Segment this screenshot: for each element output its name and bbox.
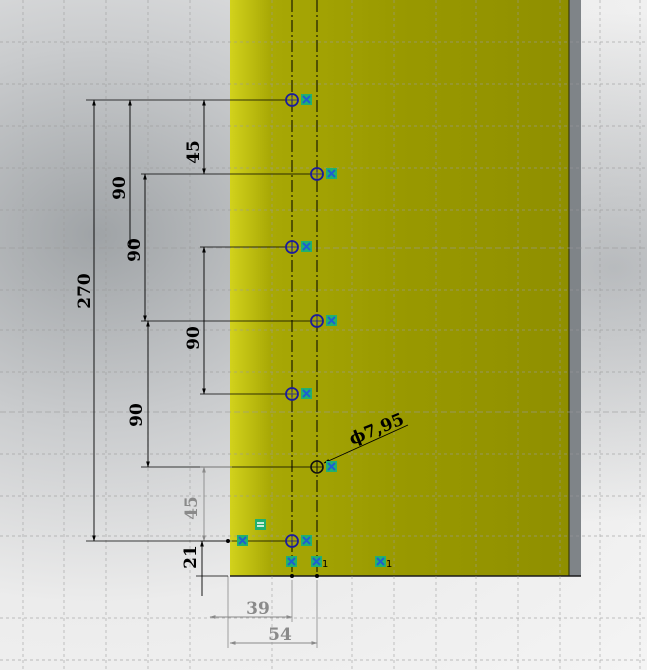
coincident-relation-icon[interactable]	[301, 535, 312, 546]
sketch-point[interactable]	[226, 539, 230, 543]
coincident-relation-icon[interactable]	[301, 241, 312, 252]
fix-relation-label-2: 1	[386, 559, 392, 570]
coincident-relation-icon[interactable]	[326, 315, 337, 326]
extension-lines	[86, 99, 311, 542]
coincident-relation-icon[interactable]	[326, 168, 337, 179]
driven-dimension-value-45[interactable]: 45	[182, 496, 202, 520]
fix-relation-icon[interactable]	[375, 556, 386, 567]
diameter-leader[interactable]	[323, 424, 409, 464]
fix-relation-label-1: 1	[322, 559, 328, 570]
sketch-point[interactable]	[290, 574, 294, 578]
dimension-value-90-b[interactable]: 90	[125, 238, 145, 262]
fix-relation-icon[interactable]	[311, 556, 322, 567]
coincident-relation-icon[interactable]	[301, 388, 312, 399]
relation-icons	[237, 94, 386, 567]
dimension-value-90-c[interactable]: 90	[184, 326, 204, 350]
coincident-relation-icon[interactable]	[237, 535, 248, 546]
driven-dimension-value-39[interactable]: 39	[246, 599, 270, 619]
dimension-value-45-top[interactable]: 45	[184, 140, 204, 164]
coincident-relation-icon[interactable]	[301, 94, 312, 105]
part-side-edge	[569, 0, 581, 576]
equal-relation-icon[interactable]	[255, 519, 266, 530]
dimension-value-21[interactable]: 21	[181, 545, 201, 569]
coincident-relation-icon[interactable]	[326, 461, 337, 472]
dimension-value-270[interactable]: 270	[75, 273, 95, 309]
coincident-relation-icon[interactable]	[286, 556, 297, 567]
driven-dimension-value-54[interactable]: 54	[268, 625, 292, 645]
dimension-value-90-d[interactable]: 90	[127, 403, 147, 427]
sketch-point[interactable]	[315, 574, 319, 578]
dimension-value-90-a[interactable]: 90	[110, 176, 130, 200]
